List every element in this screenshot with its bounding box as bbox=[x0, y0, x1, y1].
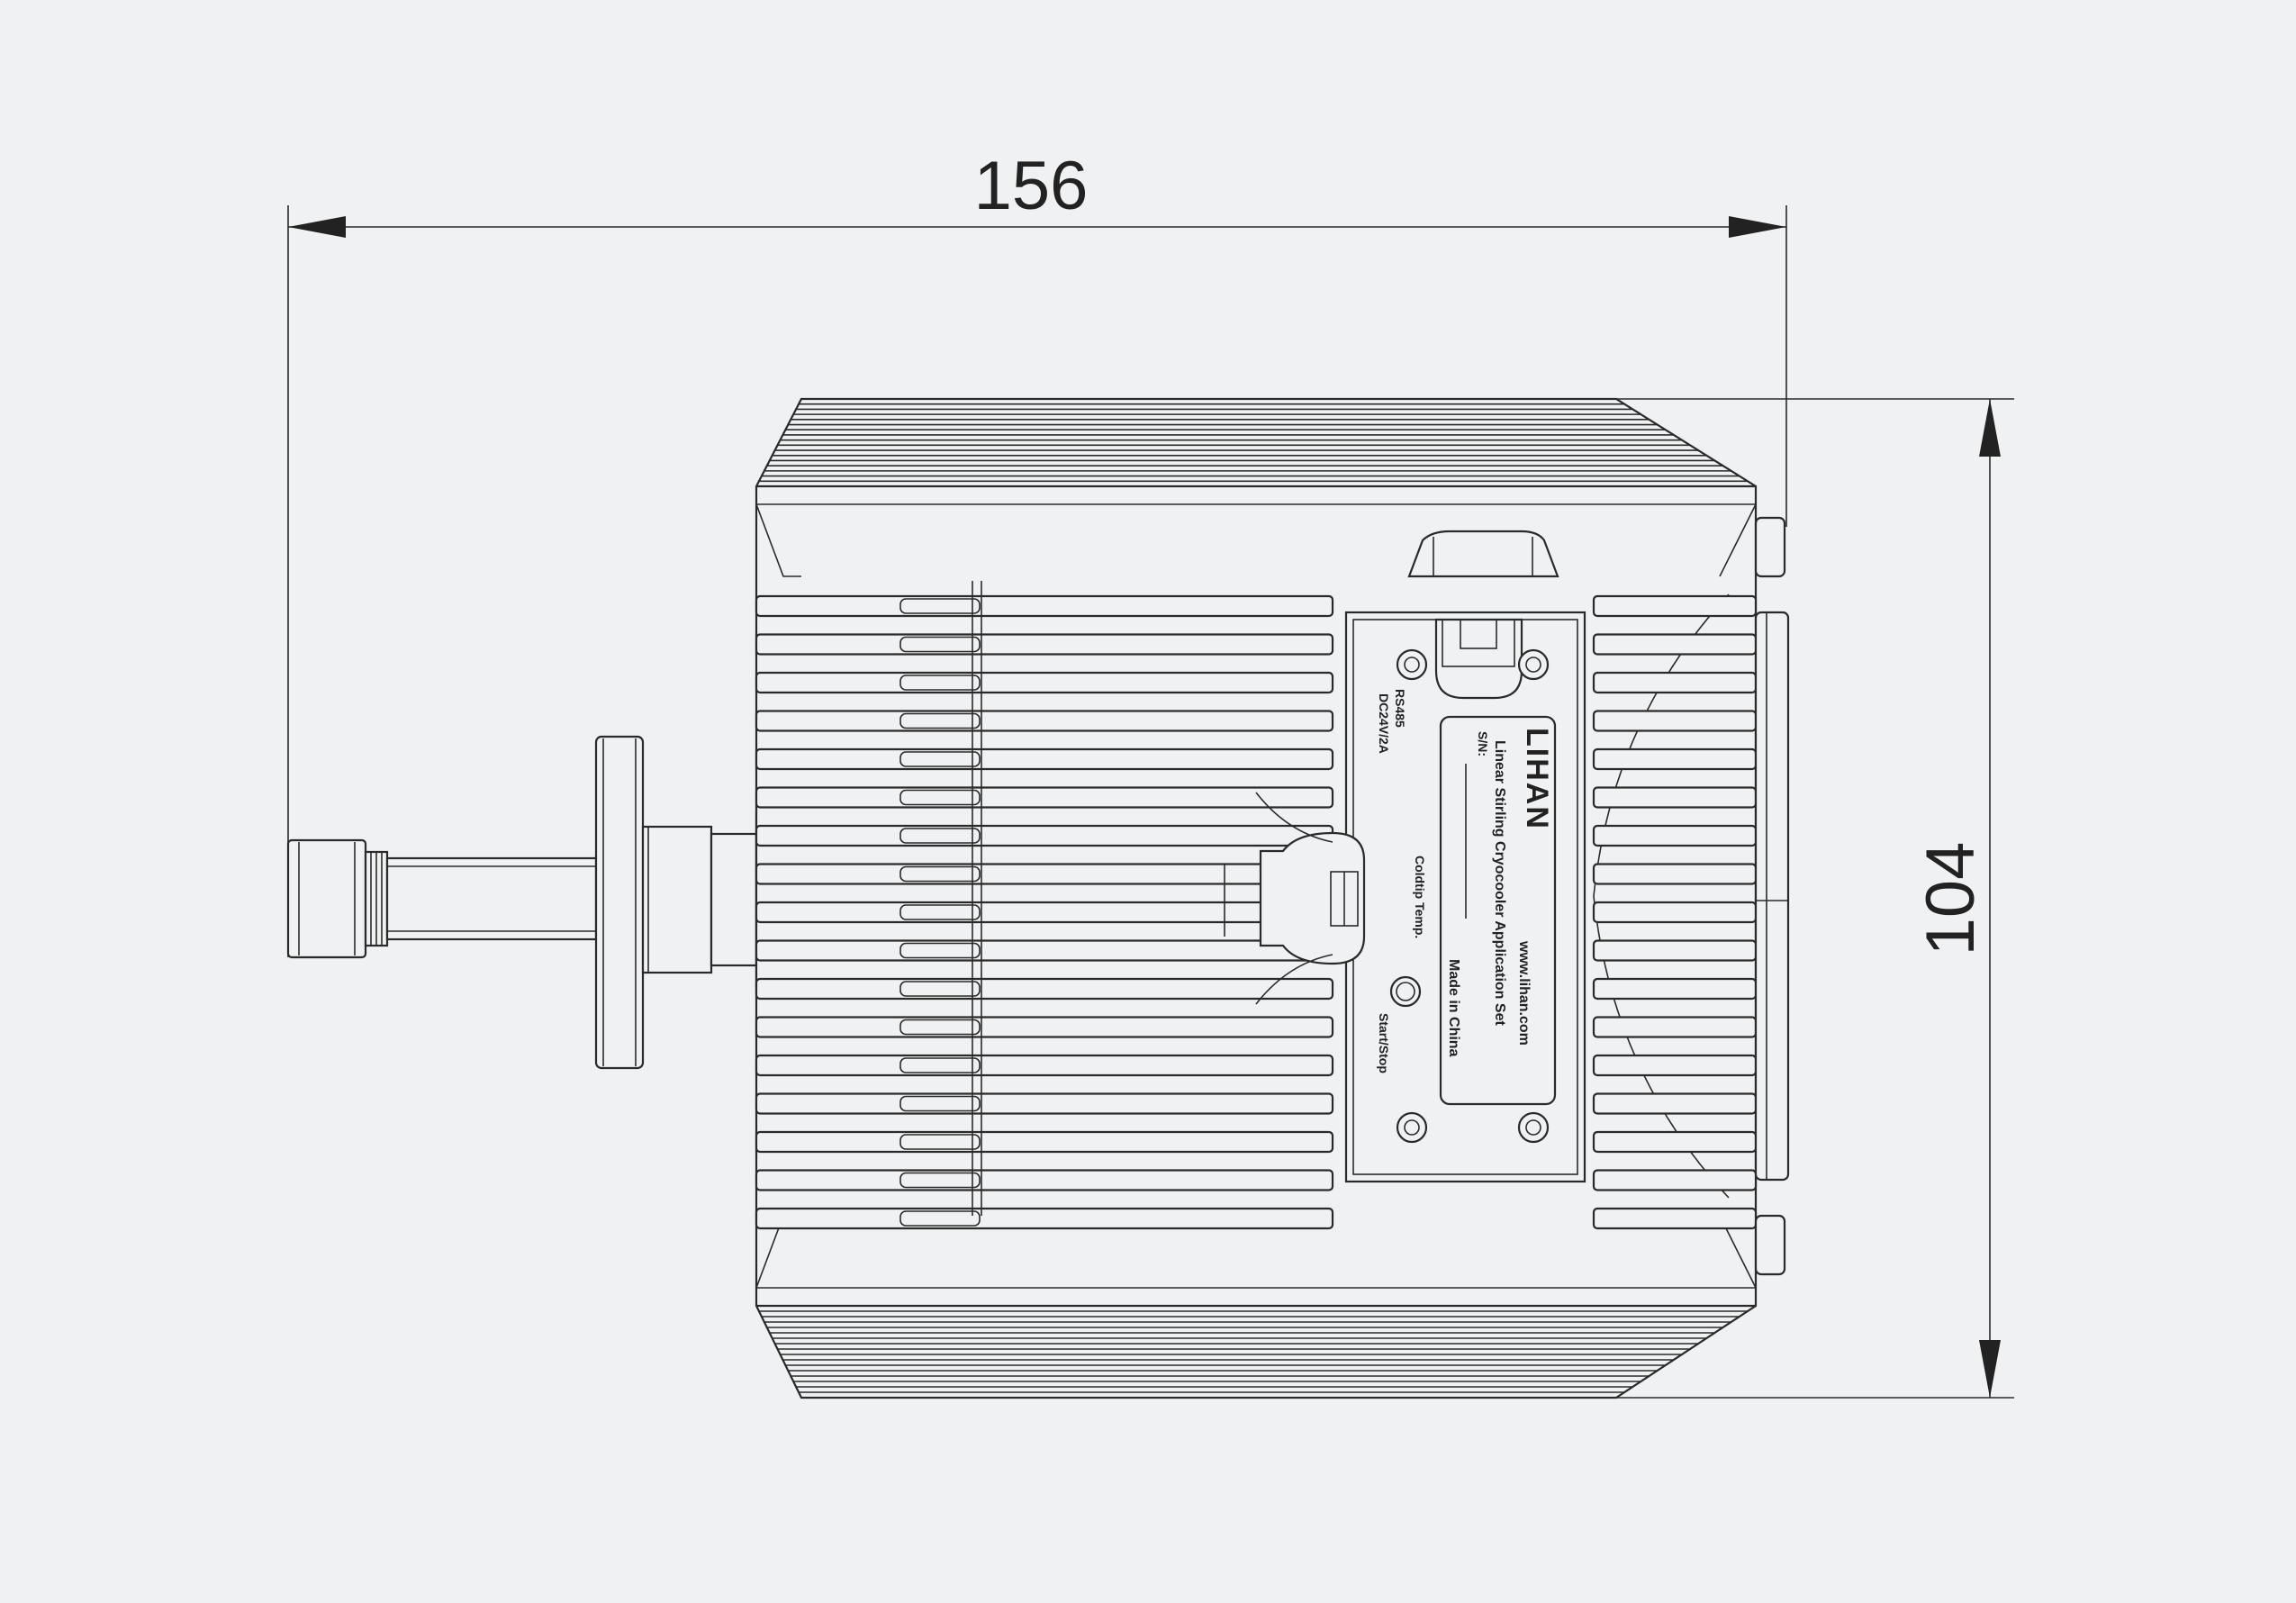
serial-label: S/N: bbox=[1476, 731, 1490, 756]
cooling-fins-right bbox=[1592, 594, 1758, 1230]
screw-bottom-right bbox=[1517, 1111, 1550, 1144]
cooling-fin bbox=[1592, 1169, 1758, 1191]
cooling-fin bbox=[755, 939, 1334, 962]
fin-slot bbox=[899, 828, 981, 844]
cooling-fin bbox=[755, 901, 1334, 924]
cooling-fin bbox=[1592, 786, 1758, 809]
fin-slot bbox=[899, 1019, 981, 1036]
cooling-fin bbox=[755, 671, 1334, 694]
screw-top-right bbox=[1517, 648, 1550, 681]
cooling-fin bbox=[1592, 939, 1758, 962]
bottom-heat-sink-bevel bbox=[756, 1305, 1756, 1399]
cooling-fin bbox=[755, 747, 1334, 771]
top-heat-sink-bevel bbox=[756, 398, 1756, 487]
cooling-fin bbox=[755, 1130, 1334, 1154]
cooling-fin bbox=[1592, 594, 1758, 618]
fin-slot bbox=[899, 751, 981, 767]
cooling-fin bbox=[755, 786, 1334, 809]
fin-slot bbox=[899, 981, 981, 997]
power-label: DC24V/2A bbox=[1377, 693, 1391, 754]
fin-slot bbox=[899, 598, 981, 614]
cooling-fin bbox=[755, 710, 1334, 732]
height-dimension: 104 bbox=[1616, 398, 2014, 1399]
control-panel: DC24V/2A RS485 LIHAN Linear Stirling Cry… bbox=[1344, 611, 1586, 1183]
cooling-fin bbox=[755, 1016, 1334, 1038]
cooling-fin bbox=[755, 824, 1334, 847]
power-button-icon[interactable] bbox=[1389, 975, 1422, 1008]
fin-slot bbox=[899, 865, 981, 883]
fin-slot bbox=[899, 942, 981, 959]
cooling-fin bbox=[755, 1207, 1334, 1230]
rs485-port bbox=[1434, 618, 1523, 700]
cooling-fin bbox=[1592, 1092, 1758, 1115]
connector-tube bbox=[385, 856, 598, 941]
cooling-fin bbox=[1592, 710, 1758, 732]
cooling-fin bbox=[1592, 1207, 1758, 1230]
cooling-fin bbox=[1592, 747, 1758, 771]
right-latch bbox=[1754, 516, 1790, 1276]
brand-logo: LIHAN bbox=[1520, 728, 1554, 830]
cooling-fin bbox=[1592, 1016, 1758, 1038]
start-stop-button[interactable] bbox=[1389, 975, 1422, 1008]
cooling-fin bbox=[755, 633, 1334, 656]
fin-slot bbox=[899, 1095, 981, 1112]
screw-bottom-left bbox=[1396, 1111, 1428, 1144]
fin-slot bbox=[899, 636, 981, 653]
origin-label: Made in China bbox=[1446, 959, 1461, 1057]
width-arrow-left bbox=[288, 216, 346, 238]
fin-slot bbox=[899, 1057, 981, 1073]
cooling-fin bbox=[1592, 863, 1758, 885]
height-dimension-label: 104 bbox=[1912, 842, 1989, 956]
housing-outline bbox=[755, 397, 1758, 1399]
website-label: www.lihan.com bbox=[1516, 940, 1532, 1046]
product-name: Linear Stirling Cryocooler Application S… bbox=[1492, 740, 1507, 1026]
screw-top-left bbox=[1396, 648, 1428, 681]
fin-slot bbox=[899, 789, 981, 806]
cooling-fin bbox=[755, 1169, 1334, 1191]
cooling-fin bbox=[755, 594, 1334, 618]
nameplate: LIHAN Linear Stirling Cryocooler Applica… bbox=[1439, 715, 1557, 1106]
fin-slot bbox=[899, 904, 981, 920]
connector-end-cap bbox=[286, 838, 367, 959]
cooling-fin bbox=[1592, 824, 1758, 847]
cooling-fins-left bbox=[755, 594, 1334, 1230]
nameplate-frame bbox=[1439, 715, 1557, 1106]
width-dimension-label: 156 bbox=[974, 148, 1089, 224]
coldtip-sensor-boss bbox=[1224, 792, 1366, 1005]
fin-slot bbox=[899, 675, 981, 691]
start-stop-label: Start/Stop bbox=[1377, 1013, 1391, 1073]
cooling-fin bbox=[755, 1092, 1334, 1115]
width-dimension: 156 bbox=[287, 148, 1787, 957]
cooling-fin bbox=[1592, 1130, 1758, 1154]
fin-slot bbox=[899, 1210, 981, 1227]
cooling-fin bbox=[755, 1054, 1334, 1077]
rs485-label: RS485 bbox=[1393, 689, 1407, 728]
top-notch bbox=[1407, 530, 1559, 578]
fin-slot bbox=[899, 1134, 981, 1150]
fin-slot bbox=[899, 1172, 981, 1189]
coldtip-connector bbox=[286, 735, 803, 1070]
cooling-fin bbox=[755, 863, 1334, 885]
width-arrow-right bbox=[1729, 216, 1786, 238]
cooling-fin bbox=[1592, 977, 1758, 1001]
height-arrow-bottom bbox=[1979, 1340, 2001, 1398]
cooling-fin bbox=[1592, 633, 1758, 656]
cooling-fin bbox=[1592, 671, 1758, 694]
cooling-fin bbox=[755, 977, 1334, 1001]
fin-slot bbox=[899, 712, 981, 729]
connector-neck bbox=[641, 825, 713, 974]
cooling-fin bbox=[1592, 901, 1758, 924]
cooling-fin bbox=[1592, 1054, 1758, 1077]
cryocooler-housing: DC24V/2A RS485 LIHAN Linear Stirling Cry… bbox=[755, 397, 1790, 1399]
coldtip-temp-label: Coldtip Temp. bbox=[1413, 856, 1427, 938]
height-arrow-top bbox=[1979, 399, 2001, 457]
